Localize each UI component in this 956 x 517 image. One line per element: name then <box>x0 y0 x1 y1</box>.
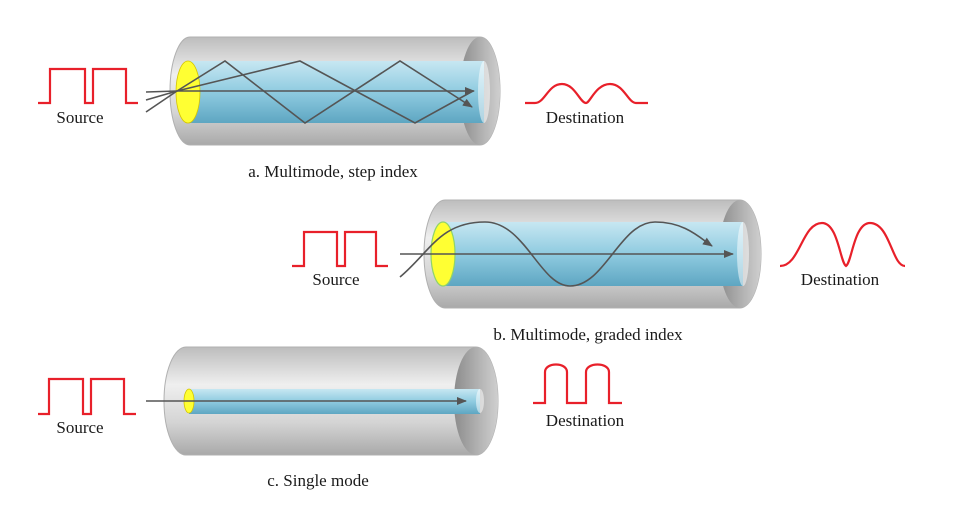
panel-caption: a. Multimode, step index <box>248 162 418 181</box>
fiber-end-face <box>175 60 201 124</box>
source-label: Source <box>56 418 103 437</box>
panel-c: Source Destination c. Single mode <box>38 346 625 490</box>
panel-caption: c. Single mode <box>267 471 369 490</box>
source-label: Source <box>312 270 359 289</box>
destination-label: Destination <box>801 270 880 289</box>
source-label: Source <box>56 108 103 127</box>
panel-caption: b. Multimode, graded index <box>493 325 683 344</box>
fiber-core <box>190 61 484 123</box>
panel-b: Source Destination b. Multimode, graded … <box>292 199 906 344</box>
source-pulse <box>38 67 138 105</box>
light-rays <box>399 221 734 287</box>
source-pulse <box>38 377 136 416</box>
destination-pulse <box>779 221 906 268</box>
destination-label: Destination <box>546 411 625 430</box>
source-pulse <box>292 230 388 268</box>
destination-pulse <box>533 363 622 405</box>
panel-a: Source Destination a. Multimode, step in… <box>38 36 648 181</box>
destination-pulse <box>525 82 648 105</box>
light-rays <box>145 60 475 124</box>
destination-label: Destination <box>546 108 625 127</box>
